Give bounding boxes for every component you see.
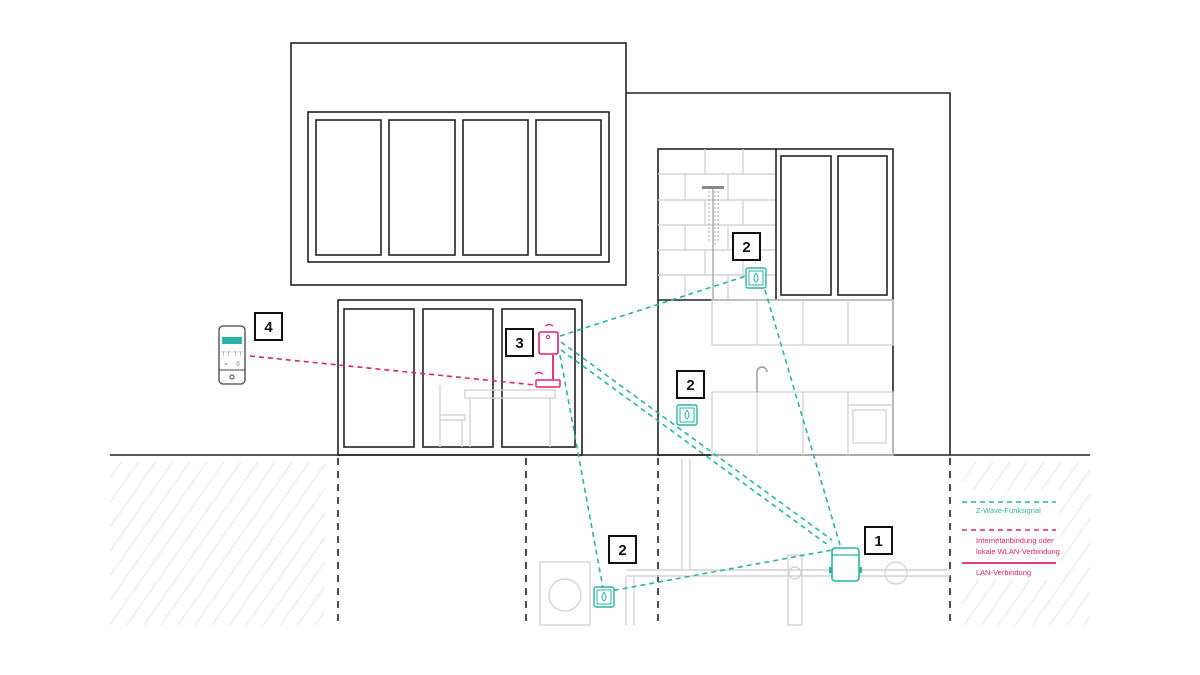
dining-table [439, 385, 556, 447]
label-number: 1 [874, 533, 882, 550]
living-room [337, 299, 583, 456]
upper-floor [290, 42, 627, 286]
svg-text:◊: ◊ [236, 361, 240, 368]
patio-door [501, 308, 576, 448]
svg-text:⊤⊤: ⊤⊤ [233, 351, 243, 358]
legend-lan-label: LAN-Verbindung [976, 568, 1031, 577]
zwave-connections [559, 275, 841, 593]
foundation-lines [337, 458, 951, 625]
water-meter [884, 561, 908, 585]
upper-window-pane [315, 119, 382, 256]
washing-machine [539, 561, 591, 626]
label-2-laundry: 2 [608, 535, 637, 564]
legend: Z-Wave-Funksignal Internetanbindung oder… [960, 490, 1060, 580]
label-3: 3 [505, 328, 534, 357]
label-4: 4 [254, 312, 283, 341]
legend-wlan-label-1: Internetanbindung oder [976, 536, 1054, 545]
patio-door [422, 308, 494, 448]
gateway-icon [538, 323, 559, 355]
label-2-kitchen: 2 [676, 370, 705, 399]
label-1: 1 [864, 526, 893, 555]
water-sensor-icon [745, 267, 767, 289]
water-sensor-icon [676, 404, 698, 426]
label-number: 2 [618, 542, 626, 559]
water-filter [787, 554, 803, 626]
house-right-wing [626, 92, 951, 455]
patio-door [343, 308, 415, 448]
label-number: 4 [264, 319, 273, 336]
upper-window-pane [462, 119, 529, 256]
label-2-bath: 2 [732, 232, 761, 261]
shower-icon [702, 186, 724, 300]
label-number: 2 [742, 239, 750, 256]
bathroom-tiles [658, 149, 776, 300]
upper-window-pane [388, 119, 456, 256]
bath-window-pane [837, 155, 888, 296]
upper-window-frame [307, 111, 610, 263]
smartphone-icon: ⊤⊤ ⊤⊤ ≈ ◊ [218, 325, 246, 385]
label-number: 3 [515, 335, 523, 352]
router-icon [534, 371, 561, 388]
svg-text:≈: ≈ [224, 362, 228, 368]
svg-text:⊤⊤: ⊤⊤ [221, 351, 231, 358]
house [290, 42, 951, 626]
upper-window-pane [535, 119, 602, 256]
legend-zwave-label: Z-Wave-Funksignal [976, 506, 1041, 515]
bath-window-pane [780, 155, 832, 296]
label-number: 2 [686, 377, 694, 394]
wlan-connection [249, 355, 536, 386]
water-sensor-icon [593, 586, 615, 608]
kitchen [711, 299, 894, 456]
plumbing [539, 458, 950, 626]
soil-hatching-left [110, 462, 325, 625]
water-shutoff-valve-icon [829, 547, 862, 582]
legend-wlan-label-2: lokale WLAN-Verbindung [976, 547, 1060, 556]
